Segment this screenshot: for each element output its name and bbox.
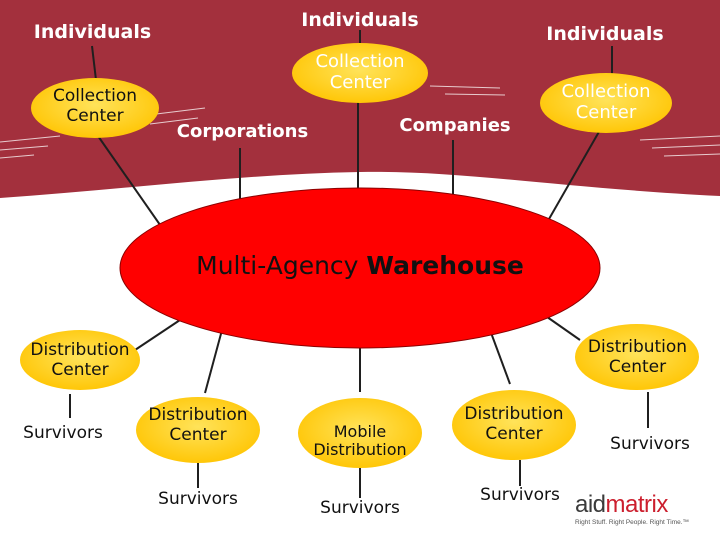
collection-center-left-shape (31, 78, 159, 138)
distribution-center-left-shape (20, 330, 140, 390)
collection-center-right-shape (540, 73, 672, 133)
aidmatrix-logo: aidmatrix Right Stuff. Right People. Rig… (575, 493, 715, 533)
distribution-center-4-label: Distribution Center (464, 404, 564, 444)
distribution-center-left-label: Distribution Center (30, 340, 130, 380)
distribution-center-4-shape (452, 390, 576, 460)
individuals-label-left: Individuals (33, 21, 152, 43)
logo-tagline: Right Stuff. Right People. Right Time.™ (575, 519, 690, 526)
survivors-label-3: Survivors (320, 498, 400, 518)
collection-center-right-label: Collection Center (561, 81, 651, 123)
distribution-center-right-shape (575, 324, 699, 390)
corporations-label: Corporations (176, 121, 309, 142)
survivors-label-4: Survivors (480, 485, 560, 505)
individuals-label-center: Individuals (301, 9, 419, 31)
companies-label: Companies (399, 115, 511, 136)
warehouse-title: Multi-Agency Warehouse (150, 251, 570, 281)
survivors-label-1: Survivors (23, 423, 103, 443)
mobile-distribution-shape (298, 398, 422, 468)
survivors-label-2: Survivors (158, 489, 238, 509)
collection-center-center-shape (292, 43, 428, 103)
distribution-center-2-shape (136, 397, 260, 463)
logo-name-prefix: aid (575, 491, 606, 518)
collection-center-center-label: Collection Center (315, 51, 405, 93)
collection-center-left-label: Collection Center (52, 86, 138, 126)
warehouse-title-emphasis: Warehouse (366, 251, 524, 280)
mobile-distribution-label: Mobile Distribution (313, 422, 407, 460)
distribution-center-right-label: Distribution Center (587, 337, 688, 377)
individuals-label-right: Individuals (546, 23, 664, 45)
distribution-center-2-label: Distribution Center (148, 405, 248, 445)
survivors-label-5: Survivors (610, 434, 690, 454)
warehouse-title-prefix: Multi-Agency (196, 251, 367, 280)
banner-streaks (0, 85, 720, 159)
warehouse-shape (119, 187, 601, 349)
logo-name-suffix: matrix (605, 491, 669, 518)
